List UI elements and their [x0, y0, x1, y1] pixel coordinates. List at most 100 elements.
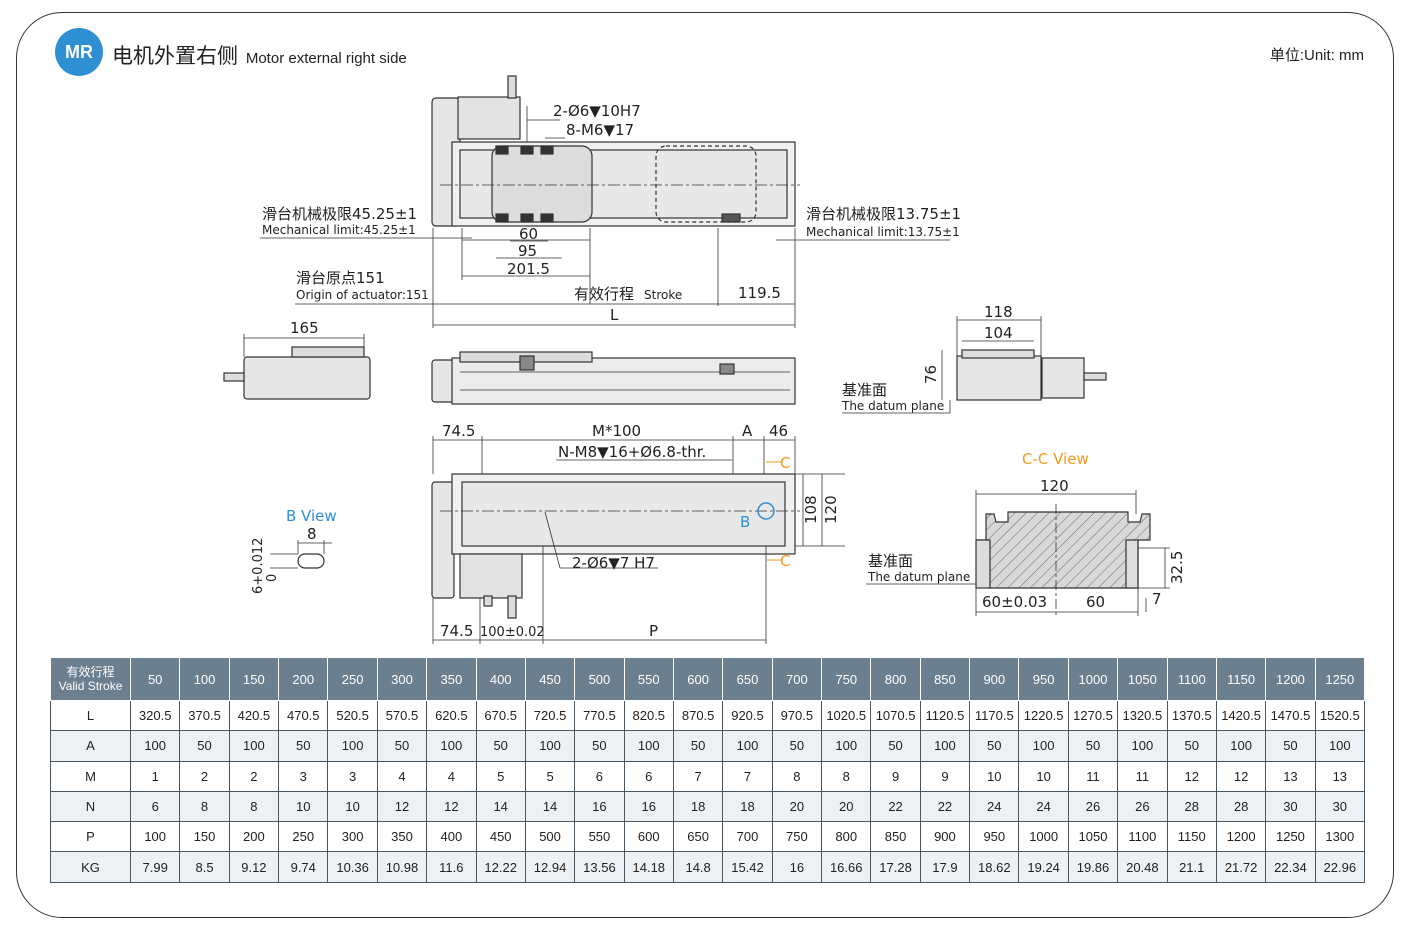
table-cell: 26 — [1117, 790, 1168, 823]
table-cell: 100 — [1215, 730, 1267, 762]
slider-ghost-top — [655, 145, 757, 223]
table-cell: 970.5 — [771, 699, 823, 732]
table-cell: 320.5 — [129, 699, 181, 732]
table-cell: 1250 — [1265, 821, 1316, 853]
table-cell: 420.5 — [228, 699, 280, 732]
table-cell: 21.1 — [1166, 851, 1217, 883]
table-cell: 670.5 — [475, 699, 526, 732]
hole-spec-top2: 8-M6▼17 — [566, 121, 634, 139]
table-cell: 14.8 — [672, 851, 724, 883]
table-cell: 3 — [327, 760, 378, 792]
origin-cn: 滑台原点151 — [296, 269, 385, 287]
table-cell: 20.48 — [1117, 851, 1168, 883]
table-cell: 100 — [129, 821, 181, 853]
stroke-col: 1000 — [1067, 657, 1119, 701]
table-cell: 30 — [1265, 790, 1316, 823]
table-cell: 100 — [722, 730, 773, 762]
b-view-title: B View — [286, 507, 337, 525]
table-cell: 570.5 — [376, 699, 428, 732]
unit-label: 单位:Unit: mm — [1269, 47, 1364, 64]
limit-right-en: Mechanical limit:13.75±1 — [806, 225, 960, 239]
stroke-col: 450 — [524, 657, 576, 701]
table-cell: 950 — [969, 821, 1020, 853]
dim-46: 46 — [769, 422, 788, 440]
dim-74-5-top: 74.5 — [442, 422, 475, 440]
table-cell: 10 — [969, 760, 1020, 792]
page-frame — [16, 12, 1394, 918]
dim-165: 165 — [290, 319, 319, 337]
table-cell: 820.5 — [623, 699, 674, 732]
stroke-header-en: Valid Stroke — [58, 679, 123, 693]
table-cell: 1220.5 — [1018, 699, 1069, 732]
table-cell: 6 — [623, 760, 674, 792]
dim-118: 118 — [984, 303, 1013, 321]
table-cell: 1000 — [1018, 821, 1069, 853]
hole-mark — [495, 145, 509, 155]
hole-mark — [495, 213, 509, 223]
table-cell: 1020.5 — [821, 699, 872, 732]
stroke-col: 850 — [919, 657, 971, 701]
table-cell: 8 — [771, 760, 823, 792]
table-cell: 100 — [1314, 730, 1366, 762]
table-cell: 1420.5 — [1215, 699, 1267, 732]
dim-100-tol: 100±0.02 — [480, 625, 545, 640]
table-cell: 750 — [771, 821, 823, 853]
table-cell: 1470.5 — [1265, 699, 1316, 732]
table-cell: 12 — [376, 790, 428, 823]
cc-view — [866, 490, 1170, 616]
dim-74-5-bottom: 74.5 — [440, 622, 473, 640]
stroke-col: 600 — [672, 657, 724, 701]
b-view-tol: 6+0.012 — [251, 538, 266, 594]
hole-mark — [520, 145, 534, 155]
table-cell: 250 — [278, 821, 329, 853]
table-cell: 1070.5 — [870, 699, 921, 732]
table-cell: 4 — [376, 760, 428, 792]
stroke-cn: 有效行程 — [574, 285, 634, 303]
table-cell: 18.62 — [969, 851, 1020, 883]
table-cell: 12.94 — [524, 851, 576, 883]
table-cell: 7 — [672, 760, 724, 792]
table-cell: 11 — [1067, 760, 1119, 792]
table-cell: 1050 — [1067, 821, 1119, 853]
table-cell: 9 — [919, 760, 971, 792]
dim-104: 104 — [984, 324, 1013, 342]
table-cell: 13.56 — [574, 851, 625, 883]
table-cell: 19.86 — [1067, 851, 1119, 883]
table-cell: 12 — [1215, 760, 1267, 792]
table-cell: 500 — [524, 821, 576, 853]
table-cell: 770.5 — [574, 699, 625, 732]
table-cell: 7.99 — [129, 851, 181, 883]
row-label: M — [50, 760, 131, 792]
table-cell: 100 — [919, 730, 971, 762]
table-cell: 900 — [919, 821, 971, 853]
table-cell: 14.18 — [623, 851, 674, 883]
b-view-8: 8 — [307, 525, 317, 543]
cc-60-tol: 60±0.03 — [982, 593, 1047, 611]
stroke-col: 1050 — [1117, 657, 1168, 701]
dim-108: 108 — [802, 495, 820, 524]
stroke-col: 400 — [475, 657, 526, 701]
slider-top — [491, 145, 593, 223]
table-cell: 50 — [475, 730, 526, 762]
table-cell: 1150 — [1166, 821, 1217, 853]
stroke-col: 800 — [870, 657, 921, 701]
table-cell: 5 — [475, 760, 526, 792]
table-cell: 50 — [376, 730, 428, 762]
motor-top — [457, 96, 521, 140]
dim-201-5: 201.5 — [507, 260, 550, 278]
dim-P: P — [649, 622, 658, 640]
cc-view-title: C-C View — [1022, 450, 1089, 468]
table-cell: 16 — [623, 790, 674, 823]
dim-95: 95 — [518, 242, 537, 260]
table-cell: 50 — [870, 730, 921, 762]
stroke-col: 550 — [623, 657, 674, 701]
stroke-col: 250 — [327, 657, 378, 701]
table-cell: 12 — [426, 790, 477, 823]
table-cell: 12.22 — [475, 851, 526, 883]
table-cell: 22.34 — [1265, 851, 1316, 883]
table-cell: 10 — [278, 790, 329, 823]
